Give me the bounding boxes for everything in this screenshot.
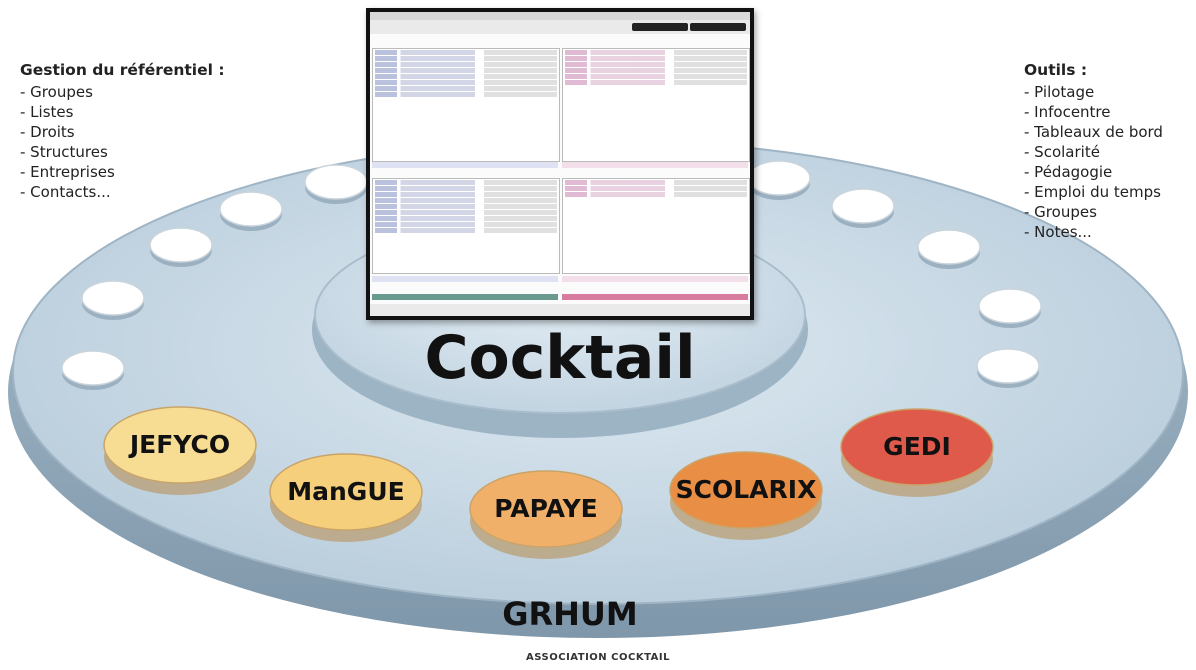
total-row	[372, 276, 558, 282]
toolbar-button	[632, 23, 688, 31]
right-pane-top	[562, 48, 750, 162]
module-puck-scolarix: SCOLARIX	[669, 451, 823, 540]
thumbnail-row	[565, 62, 747, 67]
list-item: - Listes	[20, 103, 74, 121]
window-titlebar	[370, 12, 750, 20]
thumbnail-row	[565, 74, 747, 79]
empty-slot	[61, 350, 125, 386]
total-row	[562, 162, 748, 168]
module-label: SCOLARIX	[676, 475, 817, 504]
module-puck-mangue: ManGUE	[269, 453, 423, 542]
module-puck-jefyco: JEFYCO	[103, 406, 257, 495]
module-puck-top	[469, 470, 623, 548]
module-puck-top	[103, 406, 257, 484]
thumbnail-row	[375, 50, 557, 55]
right-panel: Outils : - Pilotage - Infocentre - Table…	[1024, 60, 1163, 242]
module-puck-gedi: GEDI	[840, 408, 994, 497]
thumbnail-row	[565, 68, 747, 73]
module-label: GEDI	[883, 432, 951, 461]
empty-slots	[61, 160, 1042, 390]
empty-slot	[81, 280, 145, 316]
app-screenshot-thumbnail	[366, 8, 754, 320]
thumbnail-row	[375, 210, 557, 215]
thumbnail-row	[375, 186, 557, 191]
module-puck-papaye: PAPAYE	[469, 470, 623, 559]
module-puck-top	[269, 453, 423, 531]
empty-slot	[978, 288, 1042, 324]
module-puck-top	[669, 451, 823, 529]
thumbnail-row	[375, 216, 557, 221]
thumbnail-row	[565, 56, 747, 61]
center-label: Cocktail	[424, 323, 695, 393]
list-item: - Droits	[20, 123, 75, 141]
thumbnail-row	[375, 192, 557, 197]
empty-slot	[149, 227, 213, 263]
empty-slot	[831, 188, 895, 224]
list-item: - Structures	[20, 143, 108, 161]
thumbnail-row	[375, 92, 557, 97]
thumbnail-row	[565, 180, 747, 185]
total-bar	[562, 294, 748, 300]
list-item: - Pilotage	[1024, 83, 1095, 101]
window-statusbar	[370, 304, 750, 316]
thumbnail-row	[375, 198, 557, 203]
list-item: - Groupes	[1024, 203, 1097, 221]
thumbnail-row	[375, 80, 557, 85]
thumbnail-row	[565, 80, 747, 85]
list-item: - Pédagogie	[1024, 163, 1113, 181]
right-panel-list: - Pilotage - Infocentre - Tableaux de bo…	[1024, 82, 1163, 242]
right-pane-bottom	[562, 178, 750, 274]
empty-slot	[219, 191, 283, 227]
list-item: - Groupes	[20, 83, 93, 101]
empty-slot	[747, 160, 811, 196]
list-item: - Emploi du temps	[1024, 183, 1161, 201]
list-item: - Contacts...	[20, 183, 111, 201]
left-panel-list: - Groupes - Listes - Droits - Structures…	[20, 82, 225, 202]
list-item: - Infocentre	[1024, 103, 1111, 121]
left-panel-title: Gestion du référentiel :	[20, 61, 225, 79]
empty-slot	[917, 229, 981, 265]
thumbnail-row	[565, 186, 747, 191]
empty-slot	[976, 348, 1040, 384]
total-row	[562, 276, 748, 282]
list-item: - Tableaux de bord	[1024, 123, 1163, 141]
thumbnail-row	[375, 228, 557, 233]
thumbnail-row	[375, 68, 557, 73]
module-label: PAPAYE	[494, 494, 598, 523]
thumbnail-row	[375, 204, 557, 209]
thumbnail-row	[375, 56, 557, 61]
empty-slot	[304, 164, 368, 200]
toolbar-button	[690, 23, 746, 31]
module-label: ManGUE	[287, 477, 404, 506]
module-puck-top	[840, 408, 994, 486]
list-item: - Notes...	[1024, 223, 1092, 241]
thumbnail-row	[565, 192, 747, 197]
thumbnail-row	[375, 86, 557, 91]
list-item: - Scolarité	[1024, 143, 1100, 161]
module-pucks: JEFYCO ManGUE PAPAYE SCOLARIX GEDI	[103, 406, 994, 559]
list-item: - Entreprises	[20, 163, 115, 181]
thumbnail-row	[375, 222, 557, 227]
module-label: JEFYCO	[128, 430, 230, 459]
total-bar	[372, 294, 558, 300]
thumbnail-row	[375, 180, 557, 185]
thumbnail-row	[565, 50, 747, 55]
left-panel: Gestion du référentiel : - Groupes - Lis…	[20, 60, 225, 202]
base-label: GRHUM	[502, 595, 638, 633]
thumbnail-row	[375, 74, 557, 79]
total-row	[372, 162, 558, 168]
right-panel-title: Outils :	[1024, 61, 1088, 79]
thumbnail-row	[375, 62, 557, 67]
footer-caption: ASSOCIATION COCKTAIL	[526, 652, 670, 663]
left-pane-top	[372, 48, 560, 162]
left-pane-bottom	[372, 178, 560, 274]
